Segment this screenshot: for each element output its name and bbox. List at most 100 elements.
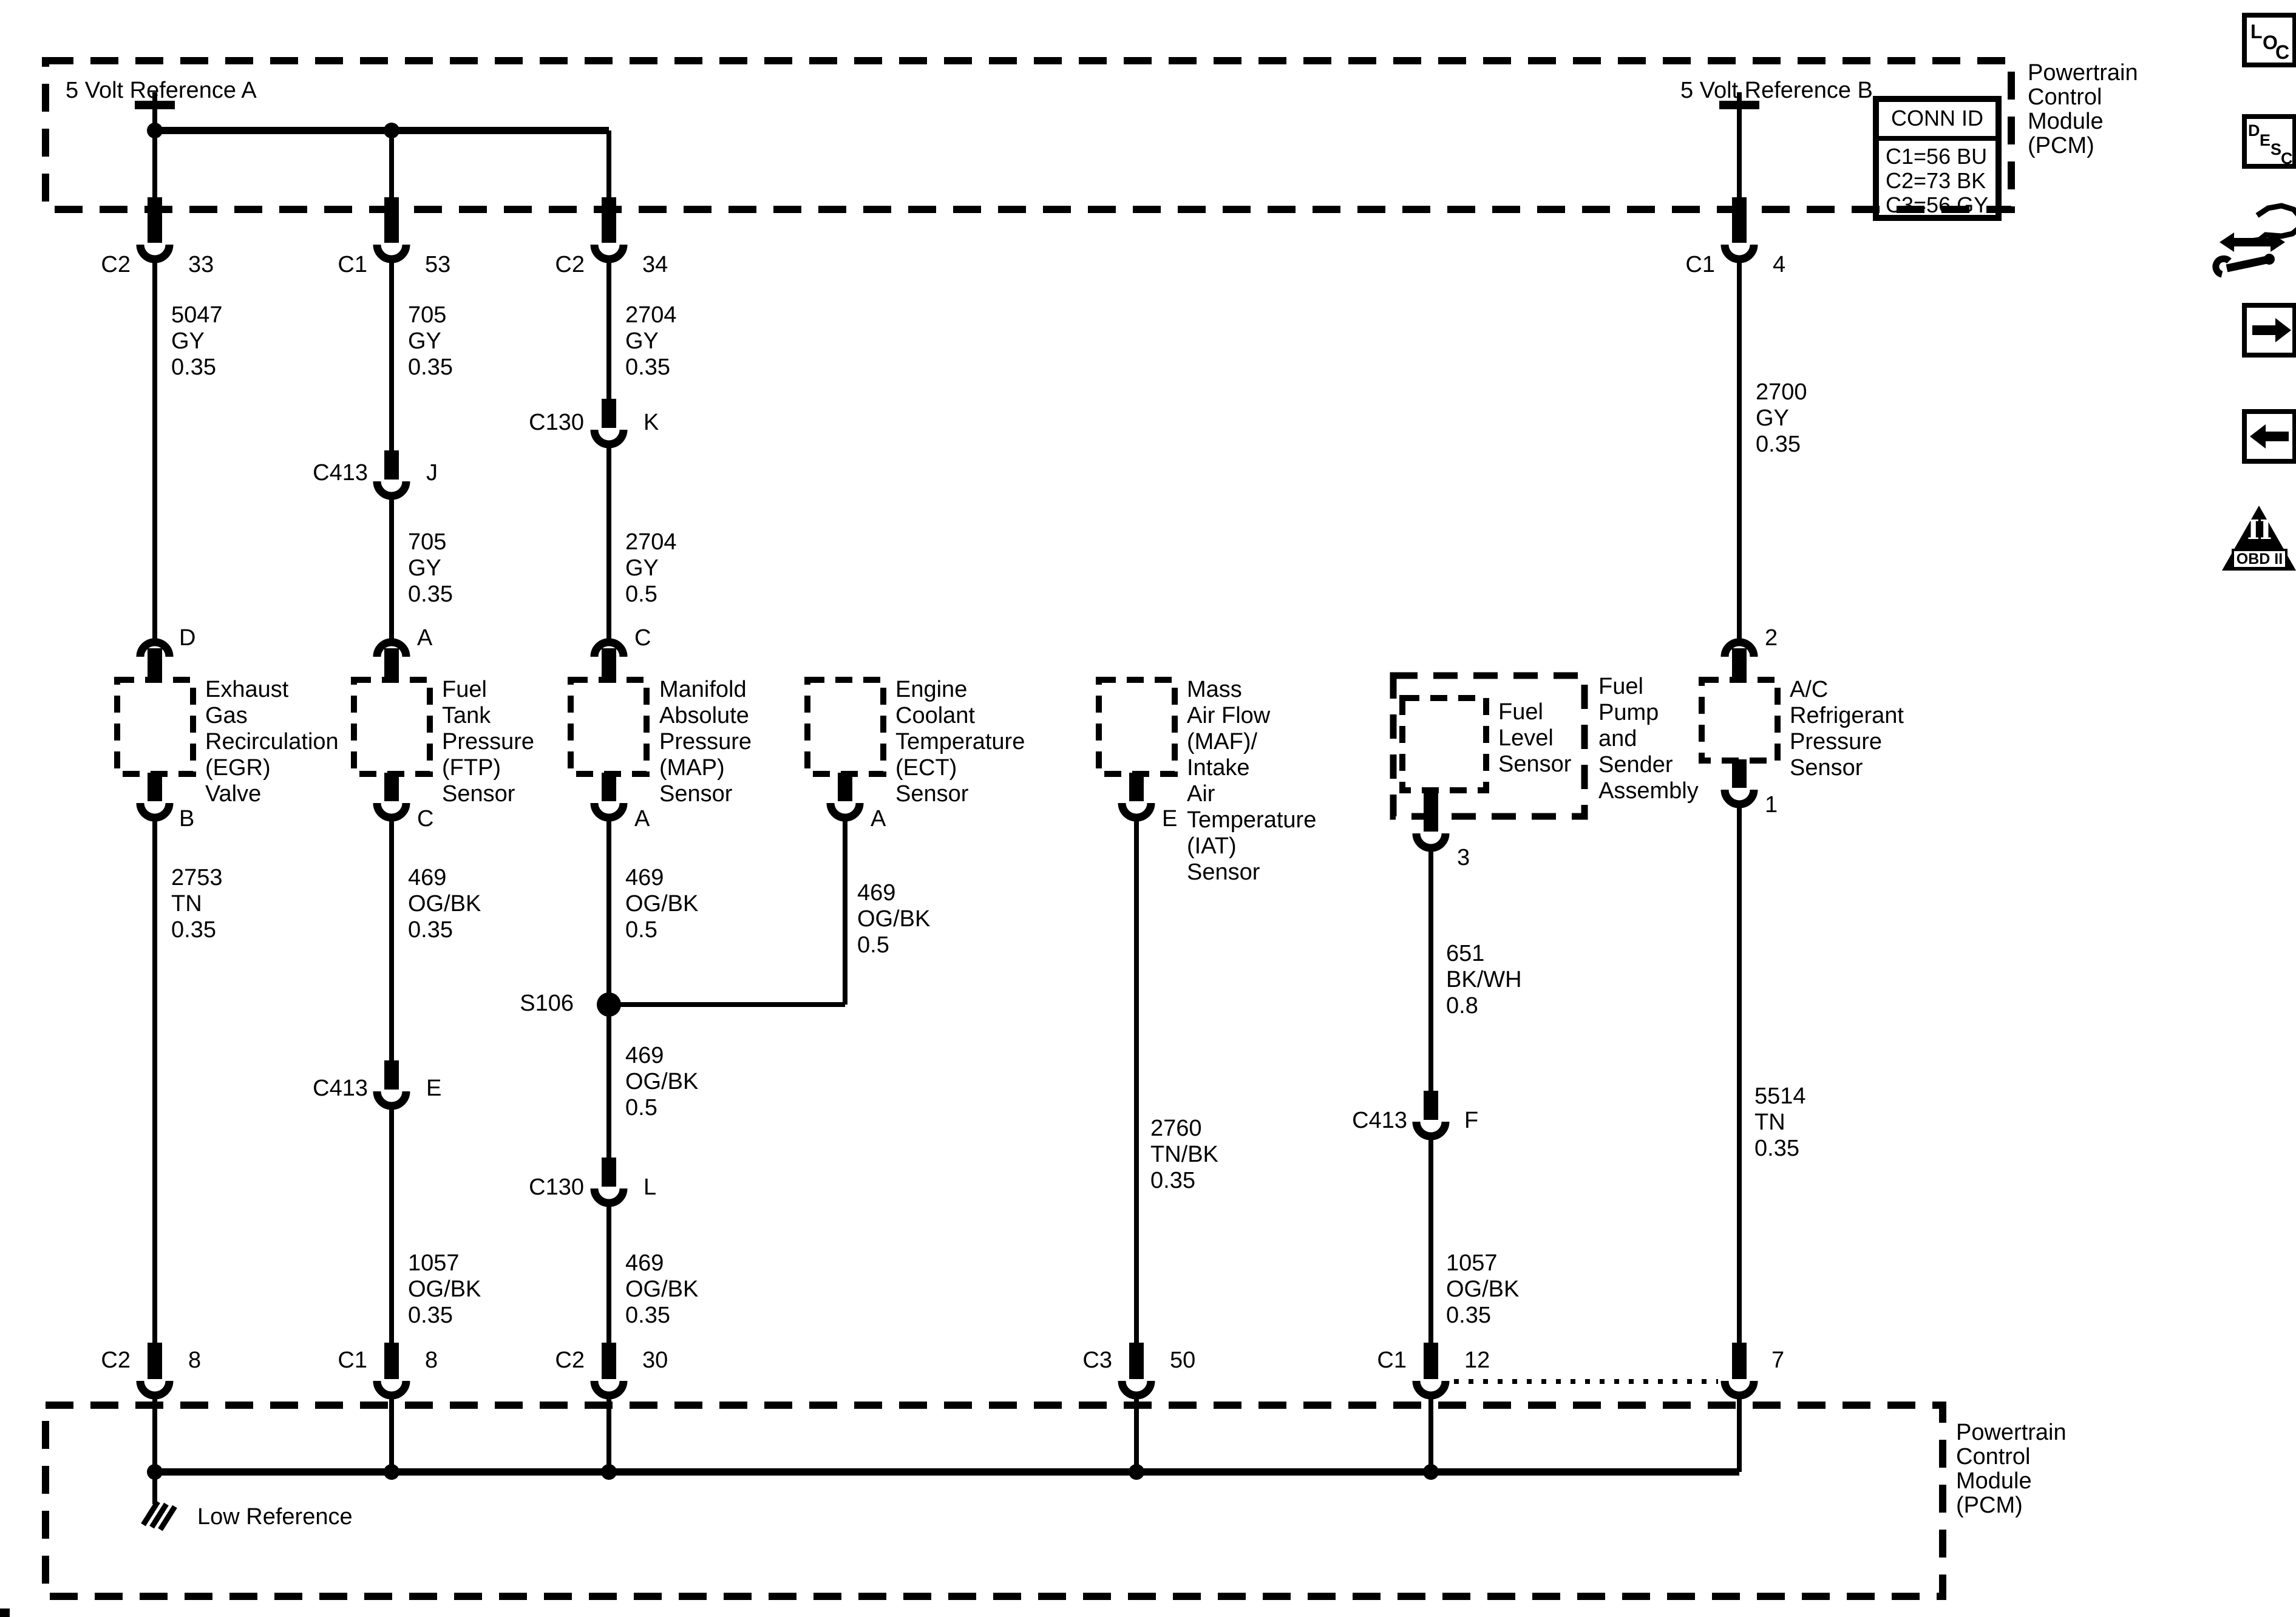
ftp-pin-c: C	[417, 806, 434, 832]
wire-ftp-mid: 705 GY 0.35	[408, 529, 453, 607]
wire-ftp-top: 705 GY 0.35	[408, 302, 453, 380]
egr-bot-pin: 8	[188, 1348, 202, 1373]
map-pin-c: C	[634, 625, 651, 651]
circuit-wires	[152, 92, 1742, 1504]
desc-letter-c: C	[2281, 149, 2293, 168]
ac-sensor-box	[1699, 677, 1781, 764]
back-arrow-icon[interactable]	[2242, 409, 2296, 464]
loc-letter-o: O	[2263, 32, 2278, 53]
map-box	[568, 677, 650, 777]
wire-map-splice: 469 OG/BK 0.5	[625, 1043, 699, 1120]
maf-bot-pin: 50	[1170, 1348, 1196, 1373]
connector-cups	[140, 245, 1754, 1395]
pcm-top-box	[42, 57, 2015, 213]
fuel-bot-conn: C1	[1377, 1348, 1407, 1373]
adjust-wrench-icon[interactable]	[2212, 203, 2296, 278]
egr-bot-conn: C2	[101, 1348, 131, 1373]
ac-top-conn: C1	[1685, 252, 1715, 277]
wire-ac-low: 5514 TN 0.35	[1754, 1083, 1806, 1161]
low-reference-label: Low Reference	[197, 1504, 353, 1530]
maf-name: Mass Air Flow (MAF)/ Intake Air Temperat…	[1187, 677, 1317, 885]
c130-l-pin: L	[644, 1175, 657, 1200]
egr-pin-b: B	[179, 806, 195, 832]
connector-stubs	[148, 197, 1747, 1379]
c413-e-id: C413	[313, 1076, 368, 1101]
wire-egr-top: 5047 GY 0.35	[171, 302, 223, 380]
conn-id-row1: C1=56 BU	[1886, 144, 1988, 169]
fuel-level-sensor-box	[1399, 695, 1489, 793]
c413-j-id: C413	[313, 460, 368, 486]
map-bot-pin: 30	[642, 1348, 668, 1373]
maf-pin-e: E	[1162, 806, 1178, 832]
corner-mark	[0, 1609, 10, 1617]
wire-map-mid: 2704 GY 0.5	[625, 529, 677, 607]
ac-pin-1: 1	[1765, 792, 1778, 818]
pcm-bottom-label: Powertrain Control Module (PCM)	[1956, 1420, 2067, 1518]
map-top-conn: C2	[555, 252, 585, 277]
ftp-bot-conn: C1	[338, 1348, 367, 1373]
fuel-bot-pin: 12	[1464, 1348, 1490, 1373]
wire-ect-low: 469 OG/BK 0.5	[857, 880, 931, 958]
desc-letter-e: E	[2260, 131, 2271, 149]
pcm-top-label: Powertrain Control Module (PCM)	[2028, 60, 2138, 158]
ground-symbol	[141, 1500, 177, 1531]
wire-map-top: 2704 GY 0.35	[625, 302, 677, 380]
c413-e-pin: E	[426, 1076, 442, 1101]
fuel-pump-name: Fuel Pump and Sender Assembly	[1598, 674, 1699, 804]
wire-ftp-low2: 1057 OG/BK 0.35	[408, 1250, 481, 1328]
wire-map-low: 469 OG/BK 0.5	[625, 865, 699, 943]
egr-pin-d: D	[179, 625, 196, 651]
fuel-pump-assembly-box	[1390, 672, 1588, 820]
loc-icon[interactable]	[2242, 13, 2296, 67]
map-bot-conn: C2	[555, 1348, 585, 1373]
conn-id-header: CONN ID	[1891, 106, 1983, 131]
obd2-numeral: II	[2247, 515, 2272, 546]
egr-box	[114, 677, 196, 777]
egr-top-conn: C2	[101, 252, 131, 277]
c413-f-pin: F	[1464, 1108, 1479, 1133]
conn-id-row2: C2=73 BK	[1886, 168, 1986, 193]
wire-fuel-low: 651 BK/WH 0.8	[1446, 941, 1522, 1019]
desc-letter-d: D	[2248, 121, 2260, 140]
splice-s106-label: S106	[520, 991, 574, 1016]
c130-l-id: C130	[529, 1175, 584, 1200]
map-top-pin: 34	[642, 252, 668, 277]
forward-arrow-icon[interactable]	[2242, 303, 2296, 358]
loc-letter-l: L	[2250, 21, 2263, 42]
c413-f-id: C413	[1352, 1108, 1407, 1133]
ect-box	[804, 677, 886, 777]
ftp-name: Fuel Tank Pressure (FTP) Sensor	[442, 677, 535, 807]
desc-letter-s: S	[2271, 140, 2282, 158]
conn-id-row3: C3=56 GY	[1886, 192, 1989, 217]
wire-map-low2: 469 OG/BK 0.35	[625, 1250, 699, 1328]
ref-a-label: 5 Volt Reference A	[66, 78, 257, 103]
ac-pin-2: 2	[1765, 625, 1778, 651]
c130-k-id: C130	[529, 410, 584, 435]
fuel-level-sensor-name: Fuel Level Sensor	[1498, 699, 1572, 777]
maf-box	[1096, 677, 1178, 777]
fuel-pin-3: 3	[1457, 845, 1470, 870]
obd2-icon[interactable]	[2222, 506, 2296, 571]
ac-top-pin: 4	[1773, 252, 1786, 277]
egr-name: Exhaust Gas Recirculation (EGR) Valve	[205, 677, 339, 807]
ect-name: Engine Coolant Temperature (ECT) Sensor	[895, 677, 1025, 807]
wire-maf-low: 2760 TN/BK 0.35	[1150, 1116, 1218, 1193]
ftp-box	[351, 677, 433, 777]
obd2-label: OBD II	[2236, 551, 2283, 568]
maf-bot-conn: C3	[1082, 1348, 1112, 1373]
ftp-pin-a: A	[417, 625, 433, 651]
desc-icon[interactable]	[2242, 114, 2296, 169]
conn-id-box	[1873, 96, 2002, 221]
egr-top-pin: 33	[188, 252, 214, 277]
map-name: Manifold Absolute Pressure (MAP) Sensor	[659, 677, 752, 807]
map-pin-a: A	[634, 806, 650, 832]
splice-s106-dot	[597, 992, 621, 1017]
wire-egr-bottom: 2753 TN 0.35	[171, 865, 223, 943]
wire-ac-top: 2700 GY 0.35	[1756, 379, 1807, 457]
ac-bot-pin: 7	[1771, 1348, 1785, 1373]
wire-ftp-low: 469 OG/BK 0.35	[408, 865, 481, 943]
c413-j-pin: J	[426, 460, 438, 486]
ftp-top-conn: C1	[338, 252, 367, 277]
